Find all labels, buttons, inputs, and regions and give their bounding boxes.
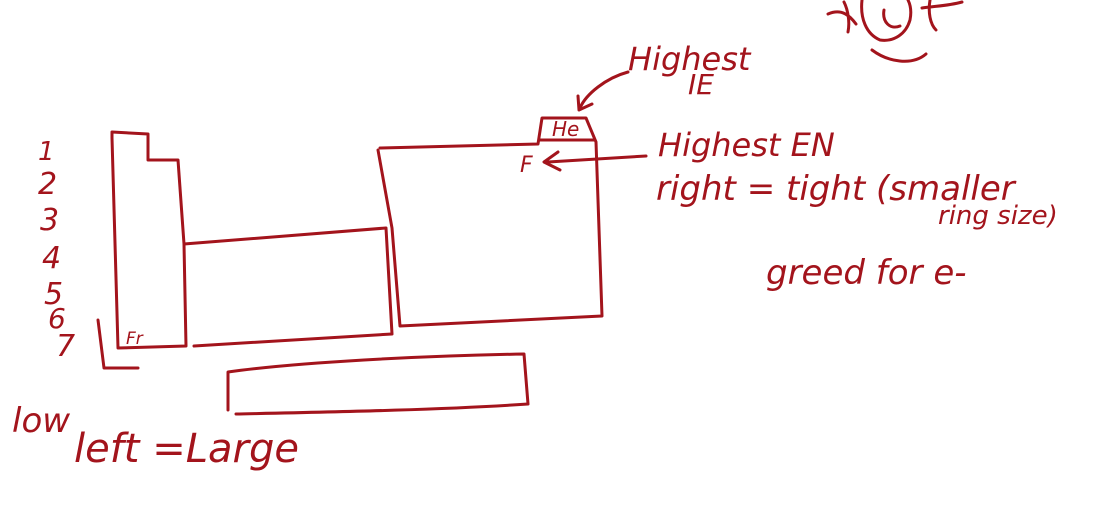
period-number: 2 [38,167,57,202]
highest-ie-arrowhead [576,94,594,112]
low-label: low [12,401,70,441]
s-block-outline [110,130,188,350]
element-label-fluorine: F [520,153,533,178]
period-number: 6 [48,302,66,335]
period-number: 4 [42,241,61,276]
greed-label: greed for e- [766,253,967,293]
highest-ie-label-ie: IE [688,68,714,101]
highest-ie-arrow [578,70,630,110]
period-number: 5 [44,277,63,312]
d-block-outline [182,226,394,348]
period-number: 1 [38,137,55,167]
f-block-outline [226,352,530,416]
highest-ie-label: Highest [628,40,752,78]
highest-en-label: Highest EN [658,126,835,164]
period-number: 3 [40,203,59,238]
p-block-outline [376,116,604,328]
period-number: 7 [56,329,75,364]
period-numbers: 1 2 3 4 5 6 7 [38,137,75,364]
highest-en-arrow [546,154,648,164]
element-label-helium: He [552,117,579,141]
left-large-label: left =Large [74,426,299,472]
highest-en-arrowhead [542,150,562,172]
doodle-face-sketch [826,0,964,63]
ring-size-label: ring size) [938,201,1058,231]
right-tight-label: right = tight (smaller [656,169,1017,209]
element-label-francium: Fr [126,329,144,349]
bottom-left-corner-bracket [96,318,140,370]
